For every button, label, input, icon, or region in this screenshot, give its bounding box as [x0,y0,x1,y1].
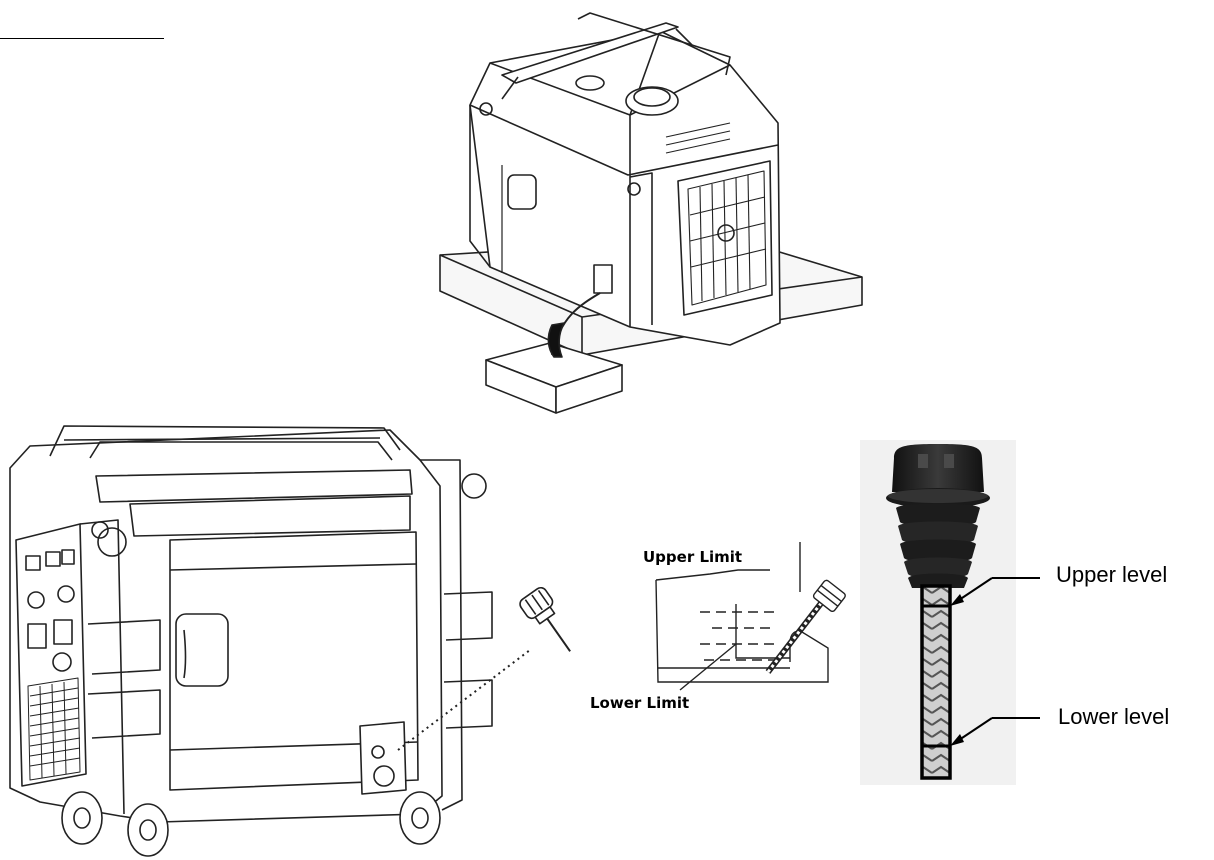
generator-oil-filler-illustration [9,425,571,857]
lower-limit-label: Lower Limit [590,694,690,712]
generator-draining-oil-illustration [439,12,863,414]
upper-limit-label: Upper Limit [643,548,743,566]
oil-level-limits-diagram [655,542,846,691]
lower-level-label: Lower level [1058,704,1170,729]
upper-level-label: Upper level [1056,562,1168,587]
header-underline [0,38,164,39]
oil-dipstick-photo [860,440,1040,785]
